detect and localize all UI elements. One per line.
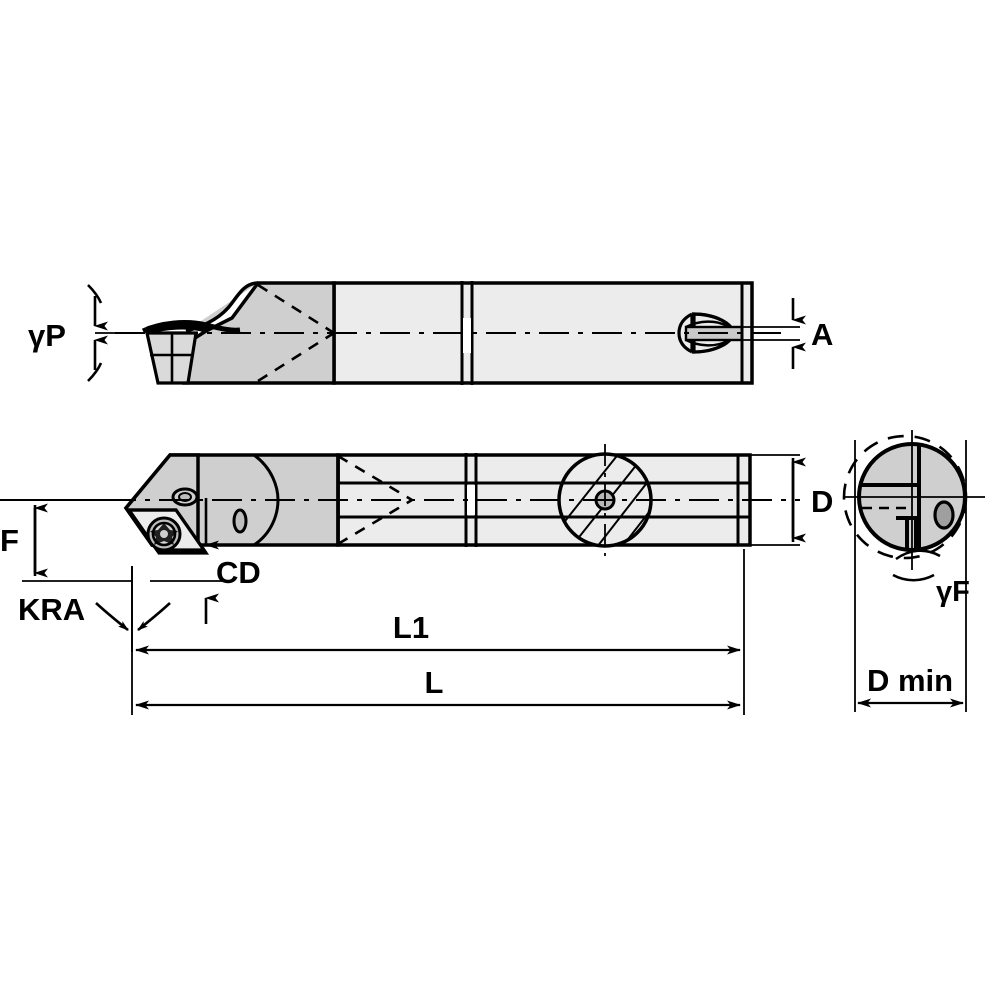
dim-gamma-p: γP	[28, 284, 140, 382]
end-view-coolant-outlet	[933, 500, 955, 530]
gamma-p-arc-top	[87, 284, 103, 304]
side-view-coolant-outlet	[232, 508, 248, 534]
dim-l1: L1	[131, 549, 745, 660]
dim-l: L	[131, 660, 745, 715]
kra-arc-left	[95, 602, 129, 632]
gamma-p-arc-bottom	[87, 362, 103, 382]
top-view-end-nose-lower	[677, 332, 693, 354]
kra-label: KRA	[18, 592, 85, 627]
screw-center	[160, 530, 168, 538]
kra-arc-right	[137, 602, 171, 632]
side-view-insert-screw	[146, 516, 182, 552]
top-view-end-arc-lower	[685, 338, 728, 347]
gamma-f-arc-upper	[895, 549, 941, 561]
top-view-chamfer-dash-upper	[257, 283, 335, 335]
top-view-chamfer-dash-lower	[257, 331, 335, 383]
dim-f: F	[0, 499, 132, 582]
dim-d-min: D min	[854, 440, 967, 712]
cd-label: CD	[216, 555, 261, 590]
top-view-end-arc-upper	[685, 320, 728, 329]
l-label: L	[425, 665, 444, 700]
gamma-f-label: γF	[936, 576, 970, 608]
top-view	[115, 281, 790, 385]
l1-label: L1	[393, 610, 429, 645]
gamma-p-label: γP	[28, 318, 66, 353]
dim-cd: CD	[150, 498, 261, 624]
dim-d: D	[742, 454, 833, 546]
end-view-insert-step	[896, 516, 918, 550]
top-view-end-nose-upper	[677, 312, 693, 334]
dim-a: A	[733, 298, 833, 369]
dim-gamma-f: γF	[892, 549, 970, 608]
d-min-label: D min	[867, 663, 953, 698]
side-view-chamfer-dash-upper	[337, 454, 413, 502]
a-label: A	[811, 317, 833, 352]
d-label: D	[811, 484, 833, 519]
side-view-chamfer-dash-lower	[337, 498, 413, 546]
f-label: F	[0, 523, 19, 558]
gamma-f-arc-lower	[892, 573, 935, 582]
end-view-internals	[859, 444, 955, 550]
top-view-cutting-edge-thick	[145, 321, 208, 334]
side-view	[0, 444, 800, 556]
